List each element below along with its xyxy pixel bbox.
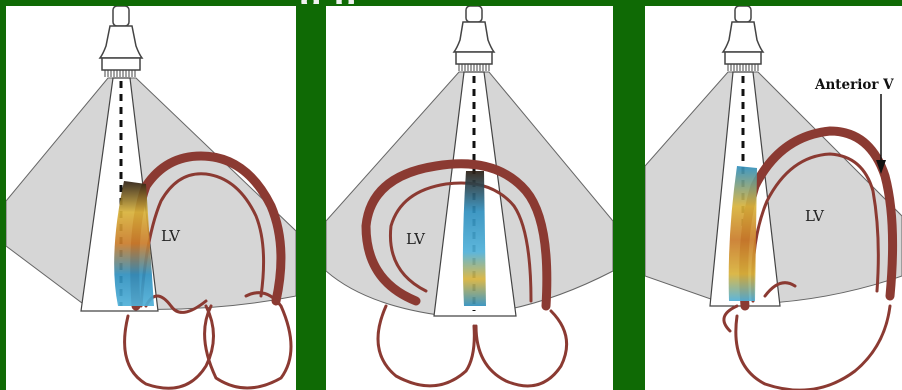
echo-view-panel-1: LV [6, 6, 296, 390]
echo-view-panel-3: Anterior V LV [645, 6, 902, 390]
echo-diagram-1: LV [6, 6, 296, 390]
lv-label: LV [805, 207, 825, 225]
echo-diagram-2: LV [326, 6, 613, 390]
echo-diagram-3: Anterior V LV [645, 6, 902, 390]
ultrasound-probe [100, 6, 142, 77]
slide-title-fragment: g p [300, 0, 630, 4]
lv-label: LV [406, 230, 426, 248]
ultrasound-probe [454, 6, 494, 71]
echo-view-panel-2: LV [326, 6, 613, 390]
lv-label: LV [161, 227, 181, 245]
color-doppler-jet [463, 171, 486, 306]
anterior-wall-label: Anterior V [814, 77, 894, 93]
ultrasound-probe [723, 6, 763, 71]
